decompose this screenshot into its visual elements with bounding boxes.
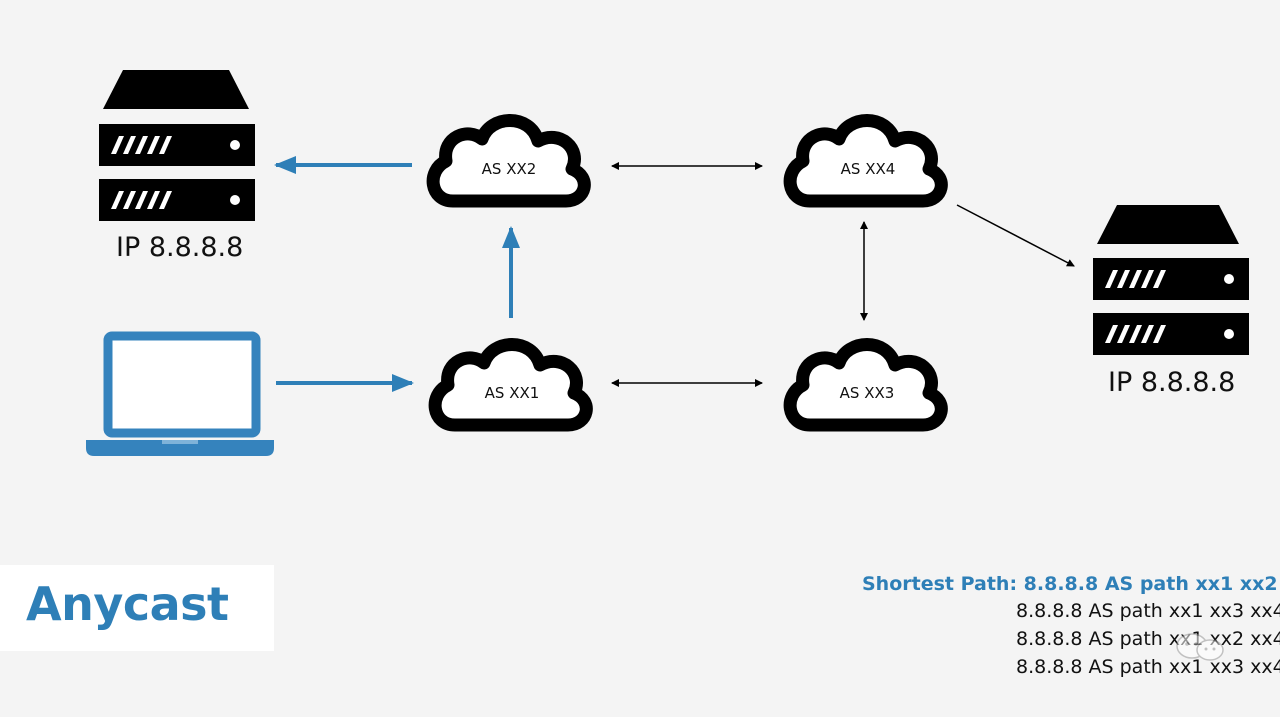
node-label-as-xx2: AS XX2 — [482, 160, 537, 178]
server-icon — [1093, 205, 1249, 355]
server-icon — [99, 70, 255, 221]
laptop-icon — [86, 331, 274, 456]
server-label-left: IP 8.8.8.8 — [116, 232, 244, 263]
node-label-as-xx4: AS XX4 — [841, 160, 896, 178]
node-label-as-xx1: AS XX1 — [485, 384, 540, 402]
title-box: Anycast — [0, 565, 274, 651]
page-title: Anycast — [26, 577, 229, 631]
node-label-as-xx3: AS XX3 — [840, 384, 895, 402]
server-label-right: IP 8.8.8.8 — [1108, 367, 1236, 398]
arrow-icon — [956, 204, 1075, 267]
watermark-icon — [1176, 633, 1224, 661]
